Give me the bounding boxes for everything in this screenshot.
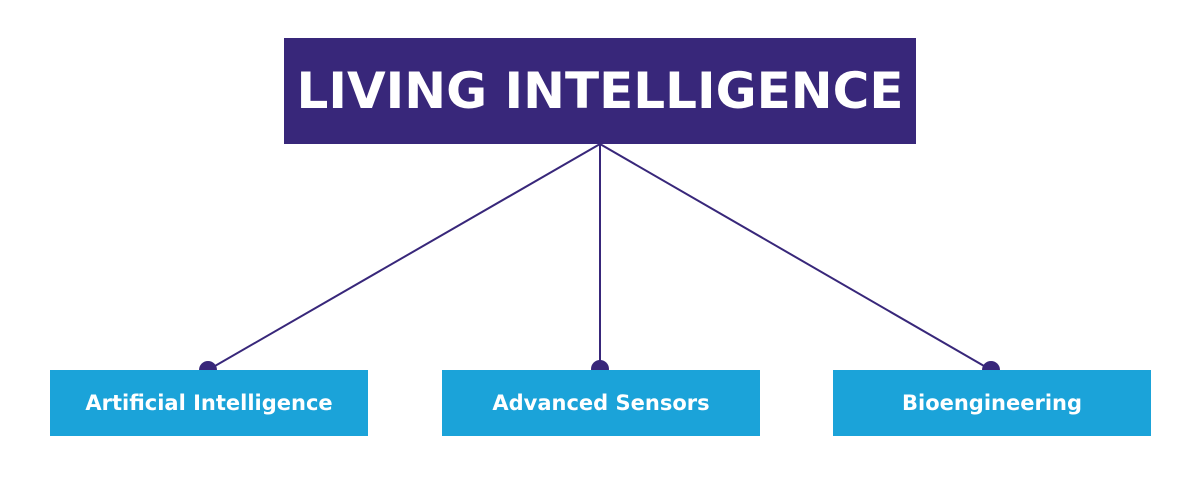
connector-line-ai (207, 143, 601, 371)
root-node-label: LIVING INTELLIGENCE (296, 62, 904, 120)
child-node-artificial-intelligence: Artificial Intelligence (50, 370, 368, 436)
child-node-advanced-sensors: Advanced Sensors (442, 370, 760, 436)
connector-line-bio (599, 143, 992, 371)
child-node-label: Bioengineering (901, 391, 1083, 415)
child-node-label: Artificial Intelligence (85, 391, 333, 415)
child-node-bioengineering: Bioengineering (833, 370, 1151, 436)
root-node: LIVING INTELLIGENCE (284, 38, 916, 144)
child-node-label: Advanced Sensors (492, 391, 710, 415)
